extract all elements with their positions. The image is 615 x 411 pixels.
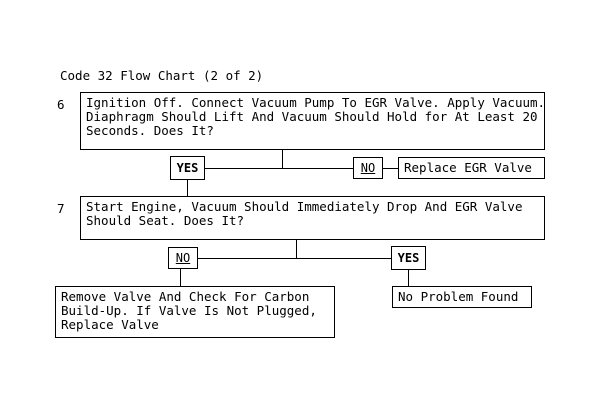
- connector-step7-no-down: [180, 269, 181, 286]
- decision-label-step6-yes[interactable]: YES: [170, 156, 205, 180]
- connector-step6-down: [282, 150, 283, 168]
- connector-step7-no-to-yes: [190, 258, 391, 259]
- connector-step6-yes-down: [187, 180, 188, 189]
- outcome-box-remove-valve-check: Remove Valve And Check For Carbon Build-…: [55, 286, 335, 338]
- page-title: Code 32 Flow Chart (2 of 2): [60, 68, 264, 83]
- decision-label-step7-no[interactable]: NO: [168, 247, 198, 269]
- outcome-box-no-problem-found: No Problem Found: [392, 286, 532, 308]
- decision-label-step6-no[interactable]: NO: [353, 157, 383, 179]
- connector-into-step7: [187, 189, 188, 197]
- outcome-box-replace-egr-valve: Replace EGR Valve: [398, 157, 545, 179]
- step-box-6: Ignition Off. Connect Vacuum Pump To EGR…: [80, 92, 545, 150]
- decision-label-step7-yes[interactable]: YES: [391, 246, 426, 270]
- step-box-7: Start Engine, Vacuum Should Immediately …: [80, 196, 545, 240]
- step-number-6: 6: [57, 97, 65, 112]
- connector-step7-down: [296, 240, 297, 258]
- connector-step6-yes-to-no: [205, 168, 353, 169]
- step-number-7: 7: [57, 201, 65, 216]
- connector-step6-no-to-outcome: [383, 168, 398, 169]
- connector-step7-yes-down: [408, 270, 409, 286]
